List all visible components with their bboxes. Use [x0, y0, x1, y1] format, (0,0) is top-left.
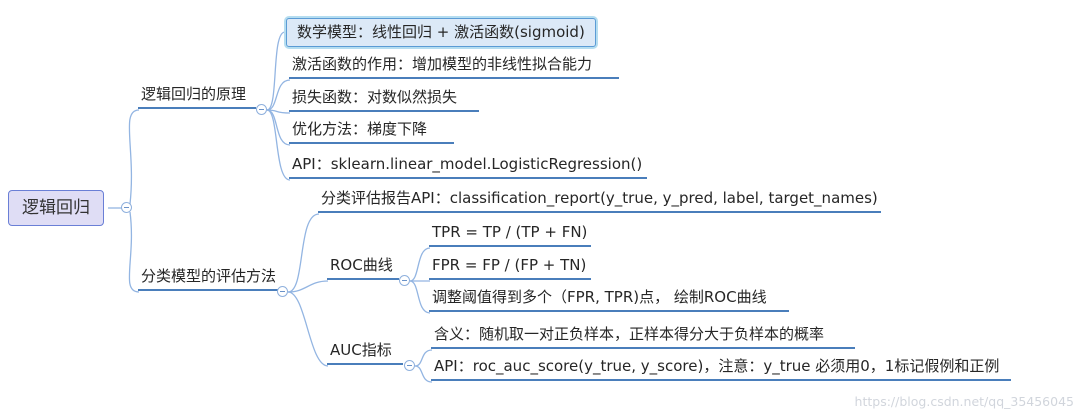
topic-roc-curve[interactable]: ROC曲线: [327, 256, 399, 280]
link-auc-to-meaning: [414, 349, 433, 367]
collapse-icon[interactable]: [404, 360, 415, 371]
link-principle-to-math: [266, 31, 286, 111]
link-roc-to-threshold: [409, 280, 431, 314]
link-roc-to-tpr: [409, 247, 431, 282]
root-topic[interactable]: 逻辑回归: [8, 190, 104, 226]
topic-loss-function[interactable]: 损失函数：对数似然损失: [289, 88, 479, 112]
topic-activation-function[interactable]: 激活函数的作用：增加模型的非线性拟合能力: [289, 55, 619, 79]
collapse-icon[interactable]: [399, 275, 410, 286]
topic-principle[interactable]: 逻辑回归的原理: [138, 85, 256, 109]
watermark-text: https://blog.csdn.net/qq_35456045: [854, 394, 1074, 409]
topic-sklearn-api[interactable]: API：sklearn.linear_model.LogisticRegress…: [289, 155, 647, 179]
link-auc-to-api: [414, 365, 433, 383]
collapse-icon[interactable]: [121, 202, 132, 213]
topic-auc-meaning[interactable]: 含义：随机取一对正负样本，正样本得分大于负样本的概率: [431, 325, 855, 349]
collapse-icon[interactable]: [277, 286, 288, 297]
link-principle-to-api: [266, 109, 291, 181]
topic-auc-api[interactable]: API：roc_auc_score(y_true, y_score)，注意：y_…: [431, 357, 1011, 381]
topic-optimization[interactable]: 优化方法：梯度下降: [289, 120, 454, 144]
topic-math-model[interactable]: 数学模型：线性回归 + 激活函数(sigmoid): [286, 18, 596, 47]
link-evaluation-to-report: [287, 213, 320, 293]
topic-tpr[interactable]: TPR = TP / (TP + FN): [429, 223, 591, 247]
collapse-icon[interactable]: [256, 104, 267, 115]
topic-evaluation[interactable]: 分类模型的评估方法: [138, 267, 280, 291]
topic-classification-report[interactable]: 分类评估报告API：classification_report(y_true, …: [318, 189, 881, 213]
link-evaluation-to-roc: [287, 280, 329, 293]
topic-fpr[interactable]: FPR = FP / (FP + TN): [429, 256, 591, 280]
topic-threshold[interactable]: 调整阈值得到多个（FPR, TPR)点， 绘制ROC曲线: [429, 288, 789, 312]
link-root-to-evaluation: [128, 211, 140, 293]
topic-auc[interactable]: AUC指标: [327, 341, 403, 365]
link-principle-to-activation: [266, 79, 291, 111]
link-root-to-principle: [128, 109, 140, 205]
link-evaluation-to-auc: [287, 291, 329, 367]
link-principle-to-optimization: [266, 109, 291, 146]
